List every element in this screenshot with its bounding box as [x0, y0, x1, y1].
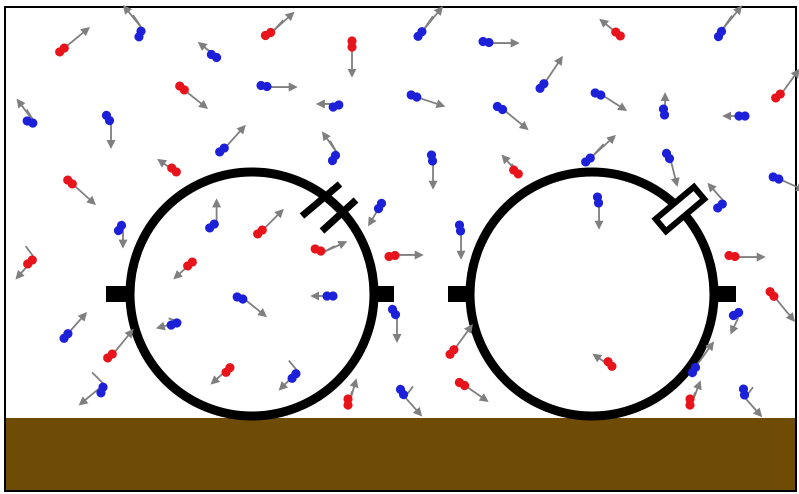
- particle-body: [322, 291, 337, 300]
- particle-body: [347, 36, 356, 51]
- right-container-handle-right: [712, 286, 736, 302]
- ground: [6, 418, 795, 490]
- right-container-handle-left: [448, 286, 474, 302]
- particle-body: [734, 111, 749, 120]
- particle-body: [343, 394, 352, 409]
- left-container-handle-right: [372, 286, 394, 302]
- particle-body: [685, 394, 694, 409]
- left-container-handle-left: [106, 286, 132, 302]
